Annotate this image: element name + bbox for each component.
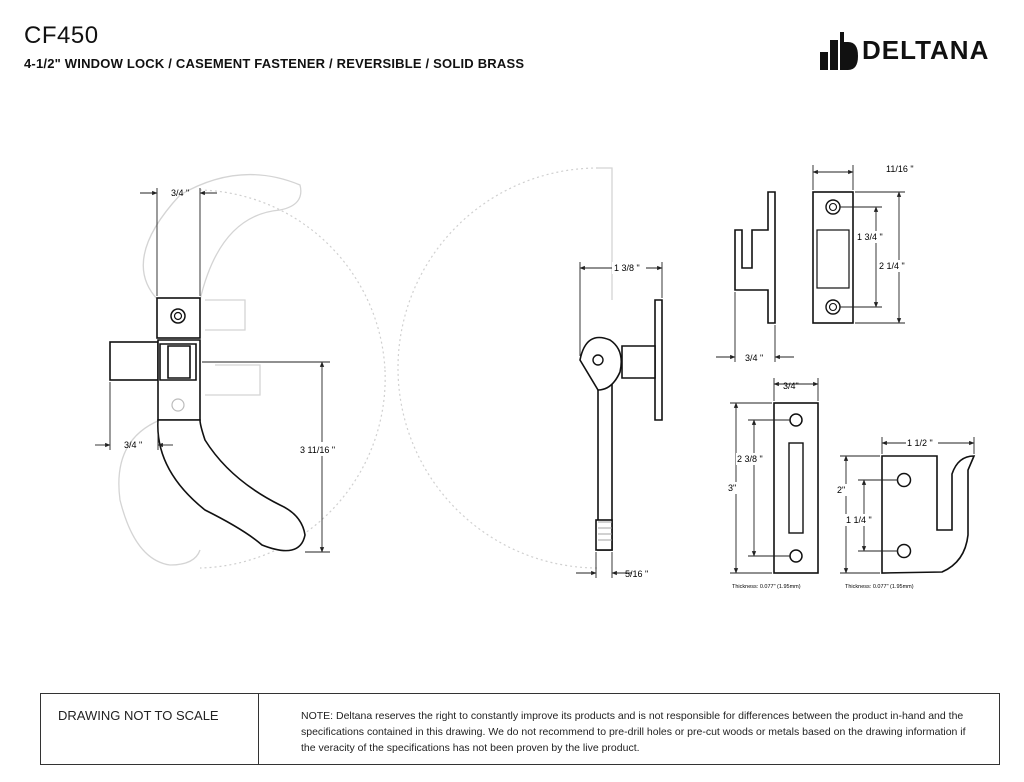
brand-name: DELTANA xyxy=(862,35,990,65)
dim-side-width: 1 3/8 " xyxy=(614,263,640,273)
dim-keeper-top-width: 11/16 " xyxy=(886,164,914,174)
scale-note-cell: DRAWING NOT TO SCALE xyxy=(41,694,259,764)
technical-drawing: 3/4 " 3/4 " 3 11/16 " 1 xyxy=(95,164,976,590)
front-view: 3/4 " 3/4 " 3 11/16 " xyxy=(95,173,386,569)
keeper-front-view: 11/16 " 1 3/4 " 2 1/4 " xyxy=(812,164,914,324)
hook-plate-view: 1 1/2 " 2" 1 1/4 " Thickness: 0.077" (1.… xyxy=(836,437,976,590)
footer-box: DRAWING NOT TO SCALE NOTE: Deltana reser… xyxy=(40,693,1000,765)
dim-hook-height: 2" xyxy=(837,485,845,495)
keeper-side-view: 3/4 " xyxy=(716,191,794,363)
dim-plate-hole-spacing: 2 3/8 " xyxy=(737,454,763,464)
dim-front-top-width: 3/4 " xyxy=(171,188,189,198)
dim-plate-width: 3/4" xyxy=(783,381,799,391)
dim-side-bottom-width: 5/16 " xyxy=(625,569,648,579)
strike-plate-view: 3/4" 2 3/8 " 3" Thickness: 0.077" (1.95m… xyxy=(727,378,819,590)
brand-logo: DELTANA xyxy=(818,30,1008,70)
side-view: 1 3/8 " 5/16 " xyxy=(397,167,663,579)
product-description: 4-1/2" WINDOW LOCK / CASEMENT FASTENER /… xyxy=(24,56,525,71)
dim-hook-width: 1 1/2 " xyxy=(907,438,933,448)
plate-thickness-note: Thickness: 0.077" (1.95mm) xyxy=(732,584,801,590)
dim-keeper-height: 2 1/4 " xyxy=(879,261,905,271)
dim-keeper-hole-spacing: 1 3/4 " xyxy=(857,232,883,242)
dim-front-height: 3 11/16 " xyxy=(300,445,335,455)
dim-hook-hole-spacing: 1 1/4 " xyxy=(846,515,872,525)
product-code: CF450 xyxy=(24,22,99,49)
dim-plate-height: 3" xyxy=(728,483,736,493)
scale-note: DRAWING NOT TO SCALE xyxy=(58,708,219,723)
disclaimer-note: NOTE: Deltana reserves the right to cons… xyxy=(301,710,966,754)
deltana-logo-icon xyxy=(820,32,858,70)
dim-keeper-side-width: 3/4 " xyxy=(745,353,763,363)
dim-front-left-width: 3/4 " xyxy=(124,440,142,450)
hook-thickness-note: Thickness: 0.077" (1.95mm) xyxy=(845,584,914,590)
